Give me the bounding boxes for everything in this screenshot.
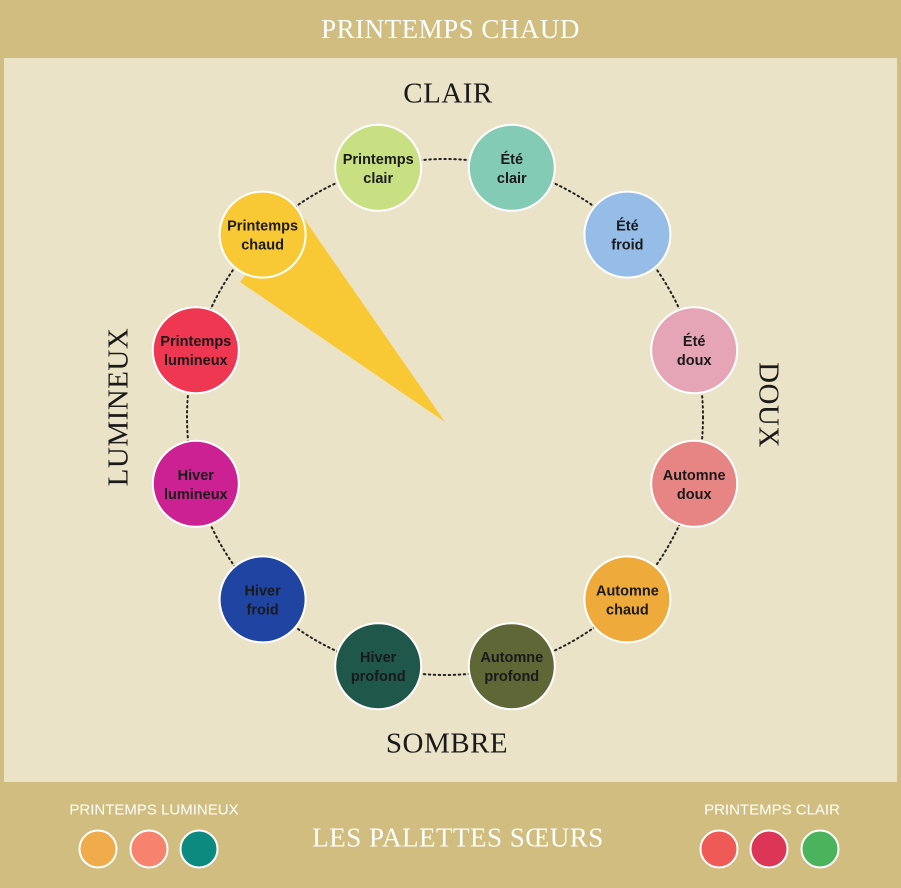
season-circle-automne-chaud: [583, 555, 672, 644]
season-circle-printemps-lumineux: [151, 306, 240, 395]
right-swatch-1: [699, 829, 739, 869]
sister-group-label-right: PRINTEMPS CLAIR: [704, 801, 840, 819]
season-circle-hiver-lumineux: [151, 439, 240, 528]
season-circle-hiver-froid: [218, 555, 307, 644]
header-bar: PRINTEMPS CHAUD: [0, 0, 901, 58]
left-swatch-3: [179, 829, 219, 869]
sister-group-label-left: PRINTEMPS LUMINEUX: [69, 801, 239, 819]
wheel-dotted-ring: [186, 158, 704, 676]
season-circle-ete-doux: [650, 306, 739, 395]
left-swatch-1: [78, 829, 118, 869]
axis-label-clair: CLAIR: [403, 77, 493, 110]
season-circle-printemps-chaud: [218, 190, 307, 279]
wheel-panel: [4, 58, 897, 782]
season-circle-ete-froid: [583, 190, 672, 279]
right-swatch-2: [749, 829, 789, 869]
axis-label-doux: DOUX: [752, 362, 785, 448]
axis-label-sombre: SOMBRE: [385, 727, 509, 760]
sister-palettes-title: LES PALETTES SŒURS: [312, 822, 604, 853]
page-title: PRINTEMPS CHAUD: [321, 13, 580, 44]
season-circle-hiver-profond: [334, 622, 423, 711]
season-circle-printemps-clair: [334, 123, 423, 212]
season-circle-automne-profond: [467, 622, 556, 711]
axis-label-lumineux: LUMINEUX: [102, 327, 135, 487]
season-circle-ete-clair: [467, 123, 556, 212]
right-swatch-3: [800, 829, 840, 869]
left-swatch-2: [129, 829, 169, 869]
season-circle-automne-doux: [650, 439, 739, 528]
